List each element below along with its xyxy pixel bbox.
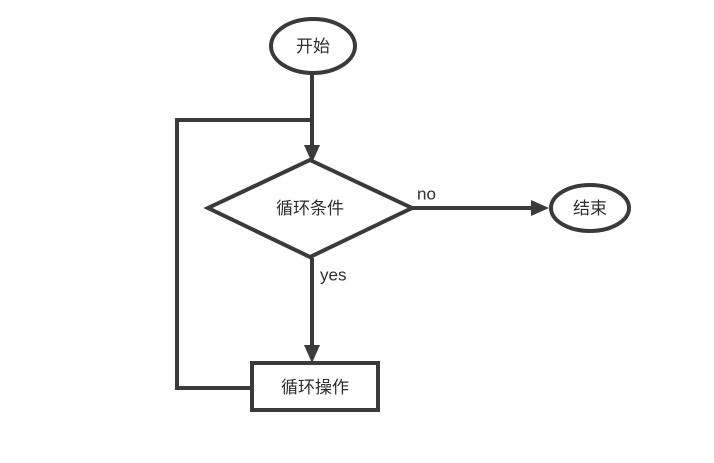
node-operation-label: 循环操作	[281, 378, 349, 398]
node-operation[interactable]: 循环操作	[250, 361, 380, 412]
node-start-label: 开始	[296, 37, 330, 57]
edge-label-no: no	[417, 184, 436, 203]
edge-label-yes: yes	[320, 265, 346, 284]
node-end-ellipse[interactable]	[549, 183, 631, 233]
node-end-label: 结束	[573, 199, 607, 219]
edge-operation-to-condition-loop	[175, 118, 312, 390]
node-end[interactable]: 结束	[549, 183, 631, 233]
node-condition-label: 循环条件	[276, 199, 344, 219]
node-start[interactable]: 开始	[269, 17, 357, 75]
edge-condition-to-operation-arrowhead	[304, 345, 320, 363]
node-condition[interactable]: 循环条件	[203, 157, 417, 260]
node-condition-diamond[interactable]	[203, 157, 417, 260]
edge-start-to-condition	[304, 73, 320, 163]
node-operation-rect[interactable]	[250, 361, 380, 412]
edge-condition-to-end-arrowhead	[531, 200, 549, 216]
edge-condition-to-operation	[304, 258, 320, 363]
edge-condition-to-end	[412, 200, 549, 216]
edge-start-to-condition-arrowhead	[304, 145, 320, 163]
node-start-ellipse[interactable]	[269, 17, 357, 75]
edge-operation-to-condition-loop-path	[175, 118, 312, 390]
